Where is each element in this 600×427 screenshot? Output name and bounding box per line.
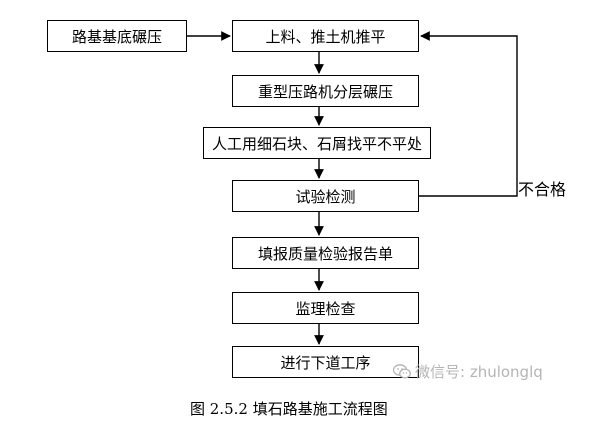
figure-caption: 图 2.5.2 填石路基施工流程图 [190,400,388,418]
step-label-7: 进行下道工序 [280,353,371,372]
wechat-icon [393,364,411,379]
step-label-5: 填报质量检验报告单 [257,244,393,263]
source-step-label: 路基基底碾压 [71,27,162,46]
step-box-6: 监理检查 [232,292,419,324]
watermark-text: 微信号: zhulonglq [415,363,543,381]
feedback-label: 不合格 [518,180,567,199]
source-step-box: 路基基底碾压 [47,20,187,52]
step-label-4: 试验检测 [295,187,356,206]
step-box-7: 进行下道工序 [232,346,419,378]
step-box-3: 人工用细石块、石屑找平不平处 [203,127,431,159]
step-label-1: 上料、推土机推平 [265,27,386,46]
feedback-loop-arrow [419,31,518,197]
step-box-5: 填报质量检验报告单 [232,237,419,269]
step-box-1: 上料、推土机推平 [232,20,419,52]
step-box-2: 重型压路机分层碾压 [232,75,419,107]
step-box-4: 试验检测 [232,180,419,212]
watermark: 微信号: zhulonglq [393,361,543,382]
step-label-2: 重型压路机分层碾压 [257,82,393,101]
step-label-6: 监理检查 [295,299,356,318]
step-label-3: 人工用细石块、石屑找平不平处 [211,134,422,153]
